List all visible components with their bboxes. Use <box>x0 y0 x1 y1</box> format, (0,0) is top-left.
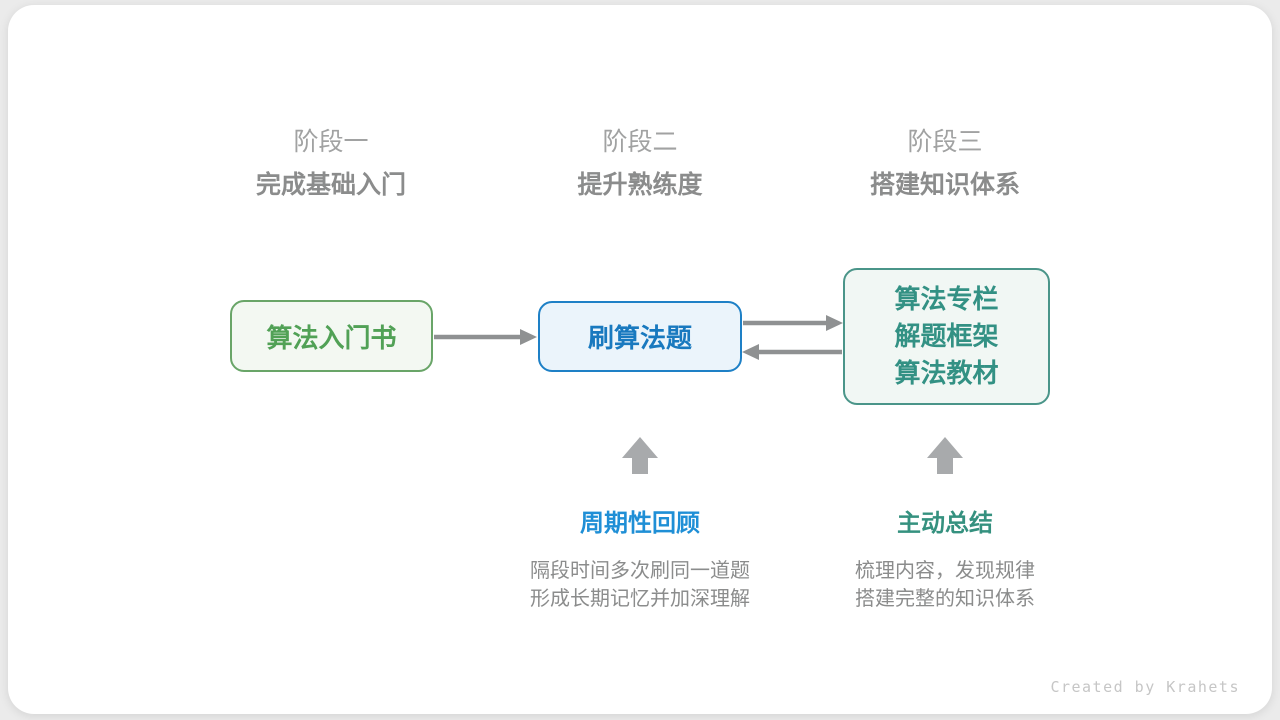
annotation-active-summary: 主动总结 梳理内容，发现规律 搭建完整的知识体系 <box>785 509 1105 613</box>
annotation-review-title: 周期性回顾 <box>580 510 700 537</box>
node-intro-book: 算法入门书 <box>230 300 433 372</box>
stage-1-subtitle: 完成基础入门 <box>255 171 406 199</box>
annotation-summary-title: 主动总结 <box>897 510 993 537</box>
annotation-review-desc-line-1: 隔段时间多次刷同一道题 <box>530 560 750 582</box>
annotation-summary-desc: 梳理内容，发现规律 搭建完整的知识体系 <box>785 557 1105 613</box>
annotation-summary-desc-line-1: 梳理内容，发现规律 <box>855 560 1035 582</box>
stage-3-subtitle: 搭建知识体系 <box>869 171 1020 199</box>
stage-2-subtitle: 提升熟练度 <box>577 171 703 199</box>
stage-header-1: 阶段一 完成基础入门 <box>181 127 481 201</box>
stage-3-label: 阶段三 <box>907 128 983 156</box>
stage-2-label: 阶段二 <box>602 128 678 156</box>
footer-credit: Created by Krahets <box>1050 678 1240 696</box>
node-practice-problems-label: 刷算法题 <box>587 323 692 353</box>
annotation-review-desc-line-2: 形成长期记忆并加深理解 <box>530 588 750 610</box>
node-knowledge-line-1: 算法专栏 <box>894 284 999 314</box>
stage-header-3: 阶段三 搭建知识体系 <box>795 127 1095 201</box>
stage-header-2: 阶段二 提升熟练度 <box>490 127 790 201</box>
annotation-summary-desc-line-2: 搭建完整的知识体系 <box>855 588 1035 610</box>
node-knowledge-resources: 算法专栏 解题框架 算法教材 <box>843 268 1050 405</box>
annotation-periodic-review: 周期性回顾 隔段时间多次刷同一道题 形成长期记忆并加深理解 <box>480 509 800 613</box>
node-intro-book-label: 算法入门书 <box>266 322 397 353</box>
stage-1-label: 阶段一 <box>293 128 369 156</box>
node-practice-problems: 刷算法题 <box>538 301 742 372</box>
node-knowledge-line-3: 算法教材 <box>894 358 999 388</box>
node-knowledge-line-2: 解题框架 <box>894 321 999 351</box>
annotation-review-desc: 隔段时间多次刷同一道题 形成长期记忆并加深理解 <box>480 557 800 613</box>
